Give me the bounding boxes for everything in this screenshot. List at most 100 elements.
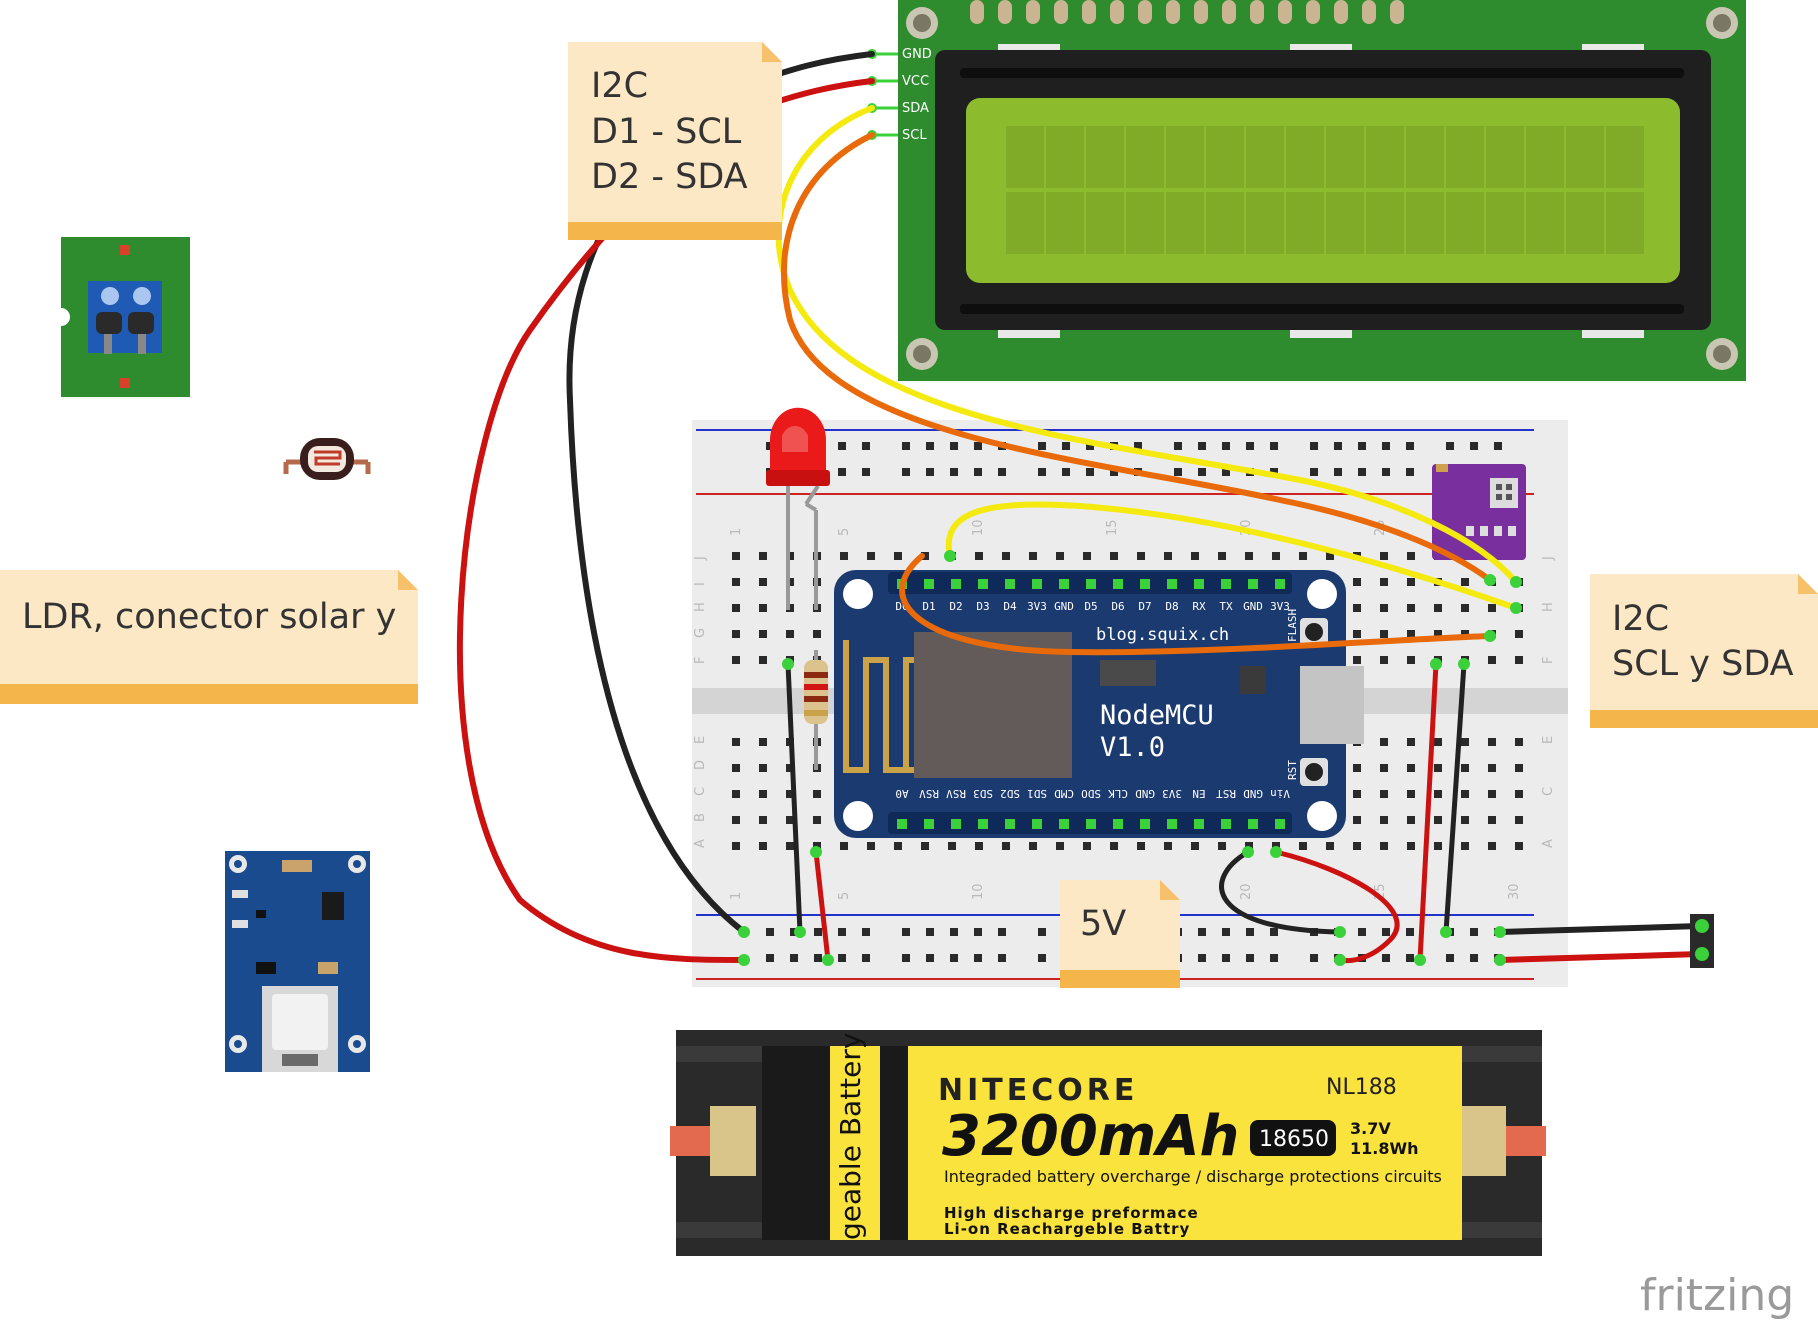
wire-end bbox=[1430, 658, 1442, 670]
breadboard-hole bbox=[1382, 468, 1390, 476]
breadboard-hole bbox=[1407, 630, 1415, 638]
nodemcu-pin bbox=[1005, 579, 1015, 589]
breadboard-hole bbox=[732, 738, 740, 746]
fritzing-watermark: fritzing bbox=[1640, 1270, 1794, 1321]
breadboard-hole bbox=[1358, 468, 1366, 476]
nodemcu-title: NodeMCU bbox=[1100, 700, 1214, 731]
lcd-cell bbox=[1446, 126, 1484, 188]
breadboard-hole bbox=[1488, 604, 1496, 612]
breadboard-hole bbox=[862, 442, 870, 450]
breadboard-hole bbox=[1310, 442, 1318, 450]
esp-module-shield bbox=[914, 632, 1072, 778]
breadboard-hole bbox=[1380, 656, 1388, 664]
breadboard-hole bbox=[732, 578, 740, 586]
wire-end bbox=[1494, 954, 1506, 966]
nodemcu-bottom-pin-label: CMD bbox=[1054, 787, 1074, 800]
nodemcu-top-pin-label: D8 bbox=[1165, 600, 1178, 613]
breadboard-hole bbox=[1222, 442, 1230, 450]
wire-end bbox=[1440, 926, 1452, 938]
battery-line1: Integraded battery overcharge / discharg… bbox=[944, 1167, 1442, 1186]
nodemcu-pin bbox=[978, 579, 988, 589]
wire-end bbox=[1334, 926, 1346, 938]
wire-sensor-gnd bbox=[1443, 661, 1467, 935]
breadboard-hole bbox=[950, 928, 958, 936]
breadboard-hole bbox=[1270, 442, 1278, 450]
breadboard-hole bbox=[786, 764, 794, 772]
lcd-module: GND VCC SDA SCL bbox=[867, 0, 1746, 381]
breadboard-hole bbox=[1488, 764, 1496, 772]
breadboard-hole bbox=[1515, 630, 1523, 638]
nodemcu-pin bbox=[1005, 819, 1015, 829]
breadboard-hole bbox=[975, 842, 983, 850]
breadboard-hole bbox=[1056, 552, 1064, 560]
breadboard-hole bbox=[1488, 790, 1496, 798]
breadboard-hole bbox=[1515, 790, 1523, 798]
svg-text:C: C bbox=[1541, 787, 1556, 796]
svg-text:10: 10 bbox=[971, 519, 986, 536]
nodemcu-pin bbox=[1059, 819, 1069, 829]
nodemcu-top-pin-label: D4 bbox=[1003, 600, 1017, 613]
nodemcu-bottom-pin-label: SD2 bbox=[1000, 787, 1020, 800]
nodemcu-pin bbox=[1167, 819, 1177, 829]
nodemcu-bottom-pin-label: 3V3 bbox=[1162, 787, 1182, 800]
lcd-pin-sda: SDA bbox=[902, 101, 929, 116]
breadboard-row-letters: J I H G F E D C B A J H F E C A bbox=[693, 556, 1556, 848]
breadboard-hole bbox=[1470, 954, 1478, 962]
nodemcu-bottom-pin-label: RSV bbox=[946, 787, 966, 800]
breadboard-hole bbox=[1083, 842, 1091, 850]
breadboard-hole bbox=[1380, 604, 1388, 612]
nodemcu-top-pin-label: 3V3 bbox=[1270, 600, 1290, 613]
breadboard-hole bbox=[950, 954, 958, 962]
breadboard-hole bbox=[1470, 442, 1478, 450]
breadboard-hole bbox=[1038, 468, 1046, 476]
svg-text:1: 1 bbox=[729, 528, 744, 536]
nodemcu-top-pin-label: D5 bbox=[1084, 600, 1097, 613]
wire-end bbox=[810, 846, 822, 858]
lcd-cell bbox=[1606, 192, 1644, 254]
breadboard-hole bbox=[902, 442, 910, 450]
wire-end bbox=[794, 926, 806, 938]
nodemcu-bottom-pin-label: Vin bbox=[1270, 787, 1290, 800]
breadboard-hole bbox=[902, 954, 910, 962]
breadboard-hole bbox=[974, 468, 982, 476]
lcd-header-pin bbox=[1390, 0, 1404, 24]
lcd-header-pin bbox=[1306, 0, 1320, 24]
breadboard-hole bbox=[838, 442, 846, 450]
breadboard-hole bbox=[1353, 764, 1361, 772]
nodemcu-pin bbox=[978, 819, 988, 829]
breadboard-hole bbox=[1515, 656, 1523, 664]
breadboard-hole bbox=[813, 842, 821, 850]
breadboard-hole bbox=[1299, 842, 1307, 850]
i2c-sensor-module bbox=[1432, 464, 1526, 560]
wire-end bbox=[1510, 602, 1522, 614]
nodemcu-version: V1.0 bbox=[1100, 732, 1165, 763]
note-i2c-top-line2: D1 - SCL bbox=[591, 112, 742, 152]
breadboard-hole bbox=[1515, 764, 1523, 772]
breadboard-hole bbox=[838, 954, 846, 962]
lcd-header-pin bbox=[1110, 0, 1124, 24]
lcd-cell bbox=[1326, 126, 1364, 188]
svg-text:1: 1 bbox=[729, 892, 744, 900]
breadboard-hole bbox=[1110, 552, 1118, 560]
breadboard-hole bbox=[1470, 928, 1478, 936]
svg-text:5: 5 bbox=[837, 892, 852, 900]
breadboard-hole bbox=[1353, 816, 1361, 824]
breadboard-hole bbox=[1353, 630, 1361, 638]
breadboard-hole bbox=[1446, 442, 1454, 450]
breadboard-hole bbox=[1110, 468, 1118, 476]
svg-text:E: E bbox=[693, 736, 708, 744]
breadboard-hole bbox=[759, 738, 767, 746]
breadboard-hole bbox=[1198, 928, 1206, 936]
nodemcu-pin bbox=[924, 819, 934, 829]
wire-led-gnd bbox=[785, 661, 803, 935]
nodemcu-top-pin-label: D3 bbox=[976, 600, 989, 613]
lcd-header-pin bbox=[1138, 0, 1152, 24]
breadboard-hole bbox=[732, 552, 740, 560]
breadboard-hole bbox=[998, 928, 1006, 936]
svg-text:G: G bbox=[693, 628, 708, 638]
nodemcu-top-pin-label: GND bbox=[1243, 600, 1263, 613]
lcd-cell bbox=[1566, 192, 1604, 254]
tp4056-charger bbox=[225, 851, 370, 1072]
